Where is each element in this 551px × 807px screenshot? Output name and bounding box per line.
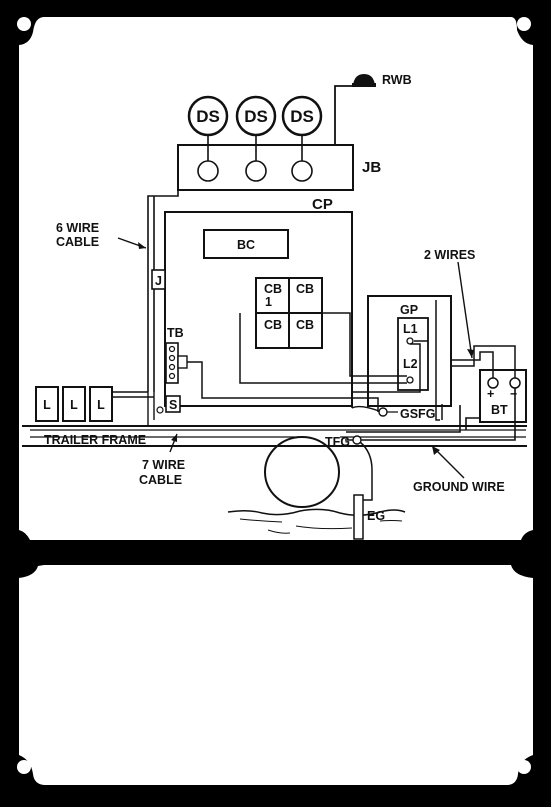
ds-stems (207, 134, 303, 161)
lights: L L L (35, 386, 113, 422)
rwb-label: RWB (382, 73, 412, 87)
s-ground-terminal (156, 406, 164, 414)
gsfg-label: GSFG (400, 407, 435, 421)
light-wiring (112, 391, 155, 426)
j-label: J (155, 274, 162, 288)
ground-rod-wire (359, 441, 373, 535)
tb-side-plate (177, 355, 188, 369)
cb-labels: CB 1 CB CB CB (264, 282, 314, 332)
cp-label: CP (312, 196, 333, 213)
cb-4-label: CB (296, 318, 314, 332)
jb-label: JB (362, 159, 381, 176)
gp-outer (367, 295, 452, 407)
ground-wire-label: GROUND WIRE (413, 480, 505, 494)
ds-lamp-2-label: DS (244, 107, 268, 126)
battery-posts (487, 377, 521, 389)
ds-lamp-3: DS (281, 95, 323, 137)
hole-top-left (17, 17, 31, 31)
jb-sockets (197, 160, 313, 182)
six-wire-cable (147, 190, 179, 392)
ds-lamp-1-label: DS (196, 107, 220, 126)
bt-minus: − (510, 387, 517, 401)
ds-lamp-1: DS (187, 95, 229, 137)
six-wire-label-1: 6 WIRE (56, 221, 99, 235)
cb-3-label: CB (264, 318, 282, 332)
l1-label: L1 (403, 322, 418, 336)
trailer-frame (22, 425, 527, 447)
tb-label: TB (167, 326, 184, 340)
l2-terminal (406, 376, 414, 384)
bc-box (203, 229, 289, 259)
cb-1-label: CB (264, 282, 282, 296)
tfg-terminal (352, 435, 362, 445)
hole-top-right (517, 17, 531, 31)
earth-ground-rod (353, 494, 364, 540)
rwb-lamp (334, 74, 376, 145)
bt-plus: + (487, 387, 494, 401)
light-2-label: L (70, 398, 78, 412)
seven-wire-label-1: 7 WIRE (142, 458, 185, 472)
ds-lamp-3-label: DS (290, 107, 314, 126)
s-connector (165, 395, 181, 413)
two-wires (435, 300, 516, 421)
light-3-label: L (97, 398, 105, 412)
cp-wiring (187, 312, 428, 412)
eg-label: EG (367, 509, 385, 523)
mounting-holes (17, 17, 531, 774)
gsfg-terminal (378, 407, 388, 417)
ds-lamp-2: DS (235, 95, 277, 137)
seven-wire-label-2: CABLE (139, 473, 182, 487)
two-wires-label: 2 WIRES (424, 248, 475, 262)
tfg-label: TFG (325, 435, 350, 449)
ground-surface (227, 508, 406, 534)
s-label: S (169, 398, 177, 412)
light-2: L (62, 386, 86, 422)
ds-lamps: DS DS DS (187, 95, 323, 137)
cb-1-number: 1 (265, 295, 272, 309)
bt-label: BT (491, 403, 508, 417)
two-wires-pointer (457, 261, 473, 359)
l1-terminal (406, 337, 414, 345)
ground-wire (345, 388, 516, 441)
l2-label: L2 (403, 357, 418, 371)
light-3: L (89, 386, 113, 422)
hole-bottom-right (517, 760, 531, 774)
bc-label: BC (237, 238, 255, 252)
gp-label: GP (400, 303, 418, 317)
light-1-label: L (43, 398, 51, 412)
control-panel (164, 211, 353, 407)
tb-terminals (168, 345, 176, 380)
hole-bottom-left (17, 760, 31, 774)
light-1: L (35, 386, 59, 422)
trailer-frame-label: TRAILER FRAME (44, 433, 146, 447)
cb-2-label: CB (296, 282, 314, 296)
trailer-wheel (264, 436, 340, 508)
six-wire-label-2: CABLE (56, 235, 99, 249)
j-connector (151, 269, 166, 290)
